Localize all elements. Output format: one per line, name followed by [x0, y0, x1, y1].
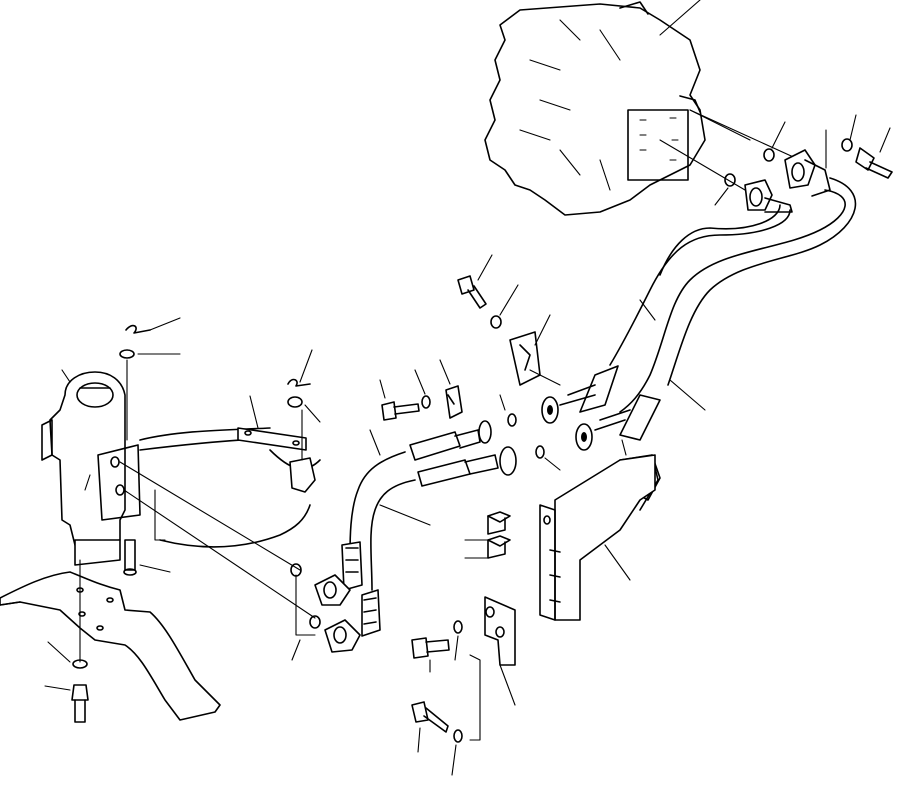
hose-end-upper-left: [314, 541, 363, 606]
hydraulic-hose-lower-a: [349, 420, 492, 556]
washer-top-right: [841, 114, 857, 152]
flange-lower: [744, 179, 793, 213]
hydraulic-hose-upper: [619, 177, 857, 413]
pin-bracket-a: [464, 511, 511, 559]
washer-center: [490, 284, 519, 329]
bracket-clip: [289, 409, 316, 493]
steering-valve: [41, 369, 141, 566]
washer-bottom-a: [453, 620, 463, 661]
flange-middle-a: [541, 396, 559, 424]
bracket-small: [484, 596, 516, 706]
pin-bracket-b: [487, 535, 511, 559]
cotter-pin: [125, 317, 181, 334]
hydraulic-hose-lower-b: [370, 446, 517, 591]
frame: [0, 571, 221, 721]
o-ring-lower: [714, 173, 736, 206]
flange-middle-b: [575, 423, 593, 451]
leader-line-steering-c: [154, 489, 166, 541]
leader-lines-valve: [659, 109, 801, 191]
o-ring-middle-b: [535, 445, 561, 471]
cotter-pin-middle: [287, 349, 313, 387]
bolt-middle-left: [379, 379, 420, 421]
washer-bottom-b: [451, 654, 481, 776]
bolt-bottom-b: [411, 701, 449, 753]
o-ring-upper: [763, 121, 786, 162]
bolt-center: [457, 254, 493, 309]
o-ring-bracket-line: [295, 574, 316, 636]
hose-fitting-a: [559, 365, 661, 441]
o-ring-lower-left-b: [291, 615, 321, 661]
o-ring-middle-a: [499, 394, 517, 427]
bolt-frame: [44, 684, 89, 723]
flange-upper: [784, 129, 831, 197]
bracket-large: [539, 454, 656, 621]
washer-middle-left: [414, 369, 431, 409]
hose-end-lower-left: [324, 589, 381, 653]
bolt-bottom-a: [411, 637, 450, 673]
washer-middle-top: [287, 396, 321, 423]
hose-clamp-center: [509, 314, 561, 386]
leader-line-steering: [119, 461, 301, 571]
washer-steering-top: [119, 349, 181, 359]
control-valve: [484, 0, 706, 216]
leader-line-steering-b: [123, 489, 316, 619]
washer-frame: [47, 641, 88, 669]
bolt-top-right: [855, 127, 893, 179]
pin-lower: [123, 539, 171, 576]
hose-clamp-middle: [439, 359, 463, 419]
hydraulic-hose-mid: [609, 204, 791, 366]
